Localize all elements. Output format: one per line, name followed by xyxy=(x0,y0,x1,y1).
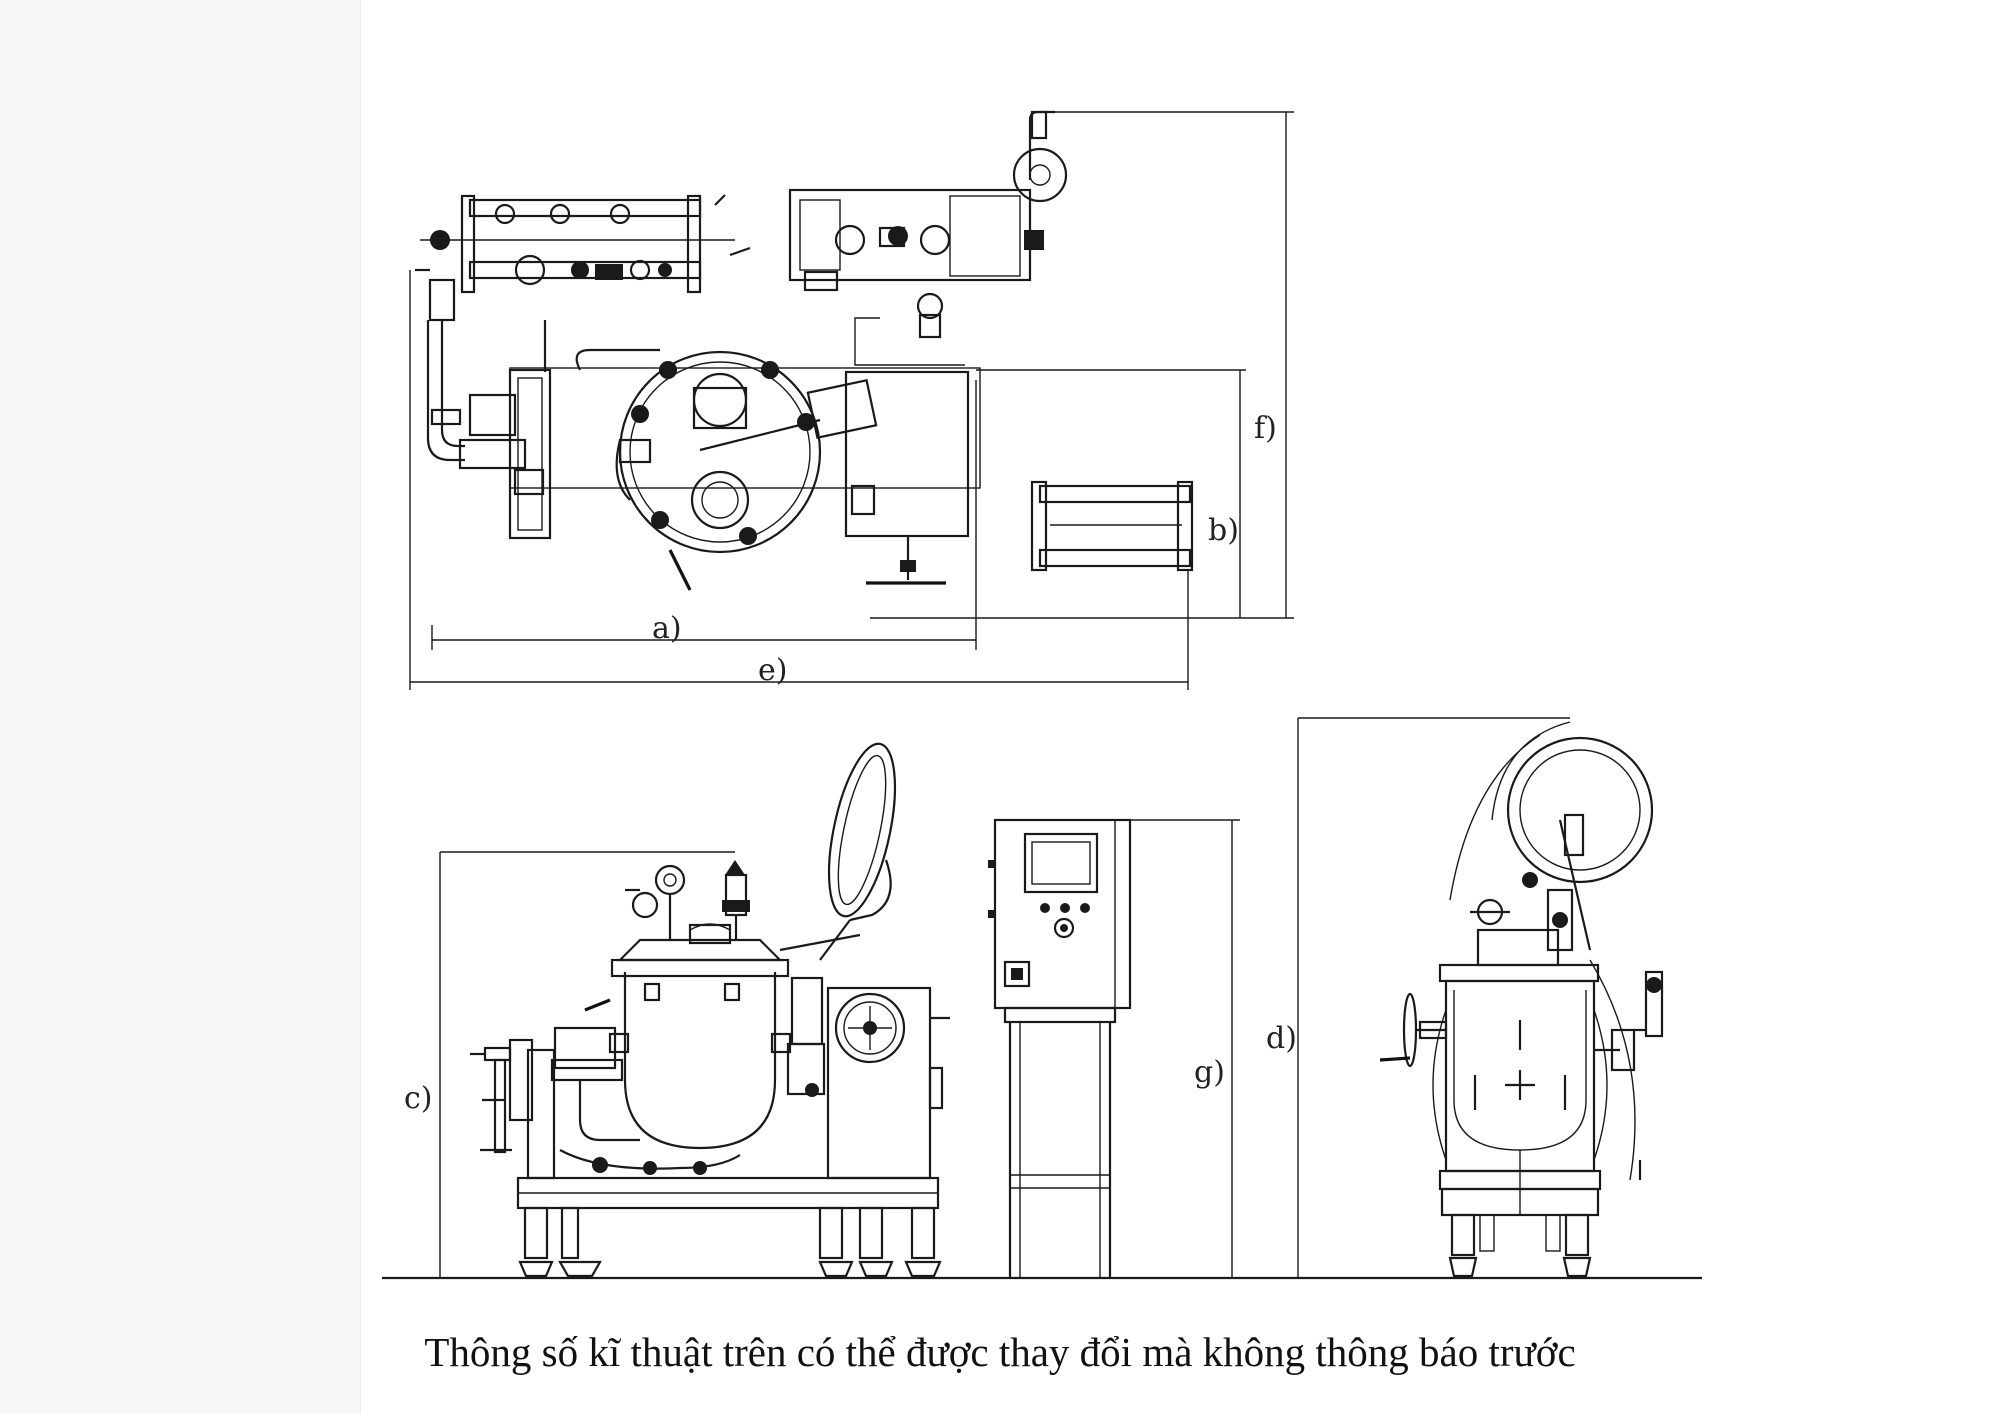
front-view: c) g) xyxy=(382,742,1702,1280)
side-handwheel xyxy=(1379,992,1448,1068)
pump-assembly xyxy=(470,1026,741,1180)
feed-pipe xyxy=(426,320,465,462)
side-valve xyxy=(1594,970,1664,1180)
heater-unit-top-view xyxy=(788,110,1068,366)
pipe-rack-top-view xyxy=(415,194,751,322)
dimension-label-d: d) xyxy=(1266,1021,1297,1056)
lid-opened xyxy=(779,742,897,961)
top-fittings xyxy=(584,860,750,1012)
drive-housing xyxy=(786,976,950,1180)
control-cabinet xyxy=(988,818,1132,1278)
vessel-side-view xyxy=(1432,872,1636,1181)
frame-top-view xyxy=(1030,480,1194,572)
top-view: a) e) b) f) xyxy=(409,110,1294,690)
support-legs xyxy=(518,1206,942,1278)
dimension-lines-top-view xyxy=(409,111,1294,690)
vessel-body xyxy=(608,923,792,1150)
side-view: d) xyxy=(1266,717,1664,1278)
dimension-label-b: b) xyxy=(1208,513,1239,548)
pump-block-top-view xyxy=(458,320,552,540)
side-base xyxy=(1438,1150,1602,1278)
dimension-label-g: g) xyxy=(1194,1055,1225,1090)
dimension-label-f: f) xyxy=(1254,411,1277,446)
caption-note: Thông số kĩ thuật trên có thể được thay … xyxy=(424,1329,1576,1375)
dimension-lines-front-view xyxy=(439,819,1240,1278)
dimension-label-e: e) xyxy=(758,653,787,688)
dimension-label-c: c) xyxy=(404,1081,433,1116)
lid-ring-side-view xyxy=(1449,721,1654,951)
dimension-label-a: a) xyxy=(652,611,682,646)
vessel-top-view xyxy=(509,348,981,591)
control-box-top-view xyxy=(806,370,970,585)
page-left-margin xyxy=(0,0,360,1414)
